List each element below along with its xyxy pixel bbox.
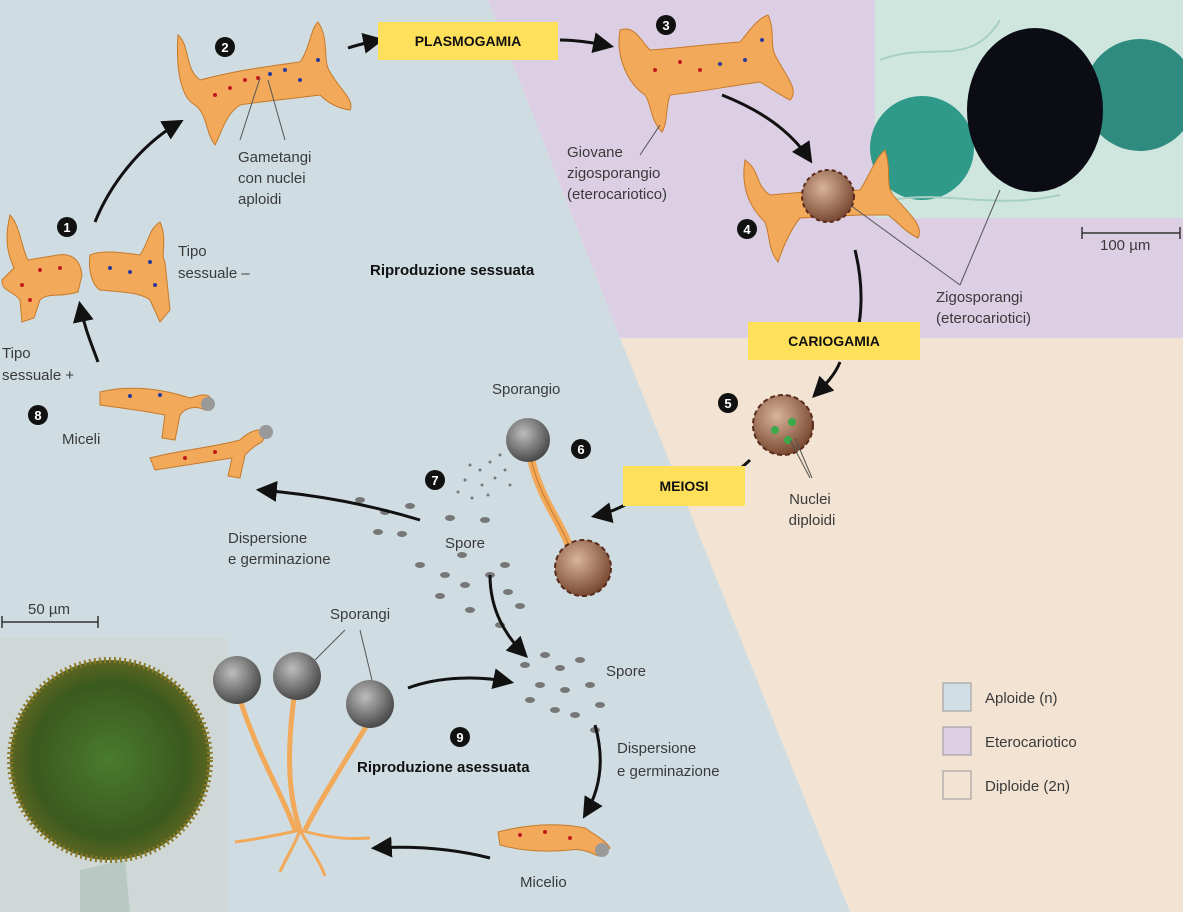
label-young-zygosporangium: Giovane zigosporangio (eterocariotico)	[567, 144, 667, 203]
scale-label-bottom: 50 µm	[28, 601, 70, 618]
label-sporangium: Sporangio	[492, 381, 560, 398]
scale-bar-bottom: 50 µm	[1, 601, 99, 628]
spores-scatter	[355, 453, 525, 628]
svg-text:7: 7	[431, 473, 438, 488]
svg-text:5: 5	[724, 396, 731, 411]
svg-text:4: 4	[743, 222, 751, 237]
young-zygosporangium	[618, 14, 794, 156]
hypha-minus	[89, 221, 171, 323]
legend-item-diploid: Diploide (2n)	[942, 770, 1070, 800]
hypha-plus	[1, 214, 83, 323]
karyogamy-label: CARIOGAMIA	[748, 322, 920, 360]
legend: Aploide (n) Eterocariotico Diploide (2n)	[942, 682, 1077, 800]
scale-label-top: 100 µm	[1100, 237, 1150, 254]
svg-text:CARIOGAMIA: CARIOGAMIA	[788, 333, 880, 349]
label-diploid-nuclei: Nuclei diploidi	[789, 491, 836, 529]
svg-text:3: 3	[662, 18, 669, 33]
svg-text:2: 2	[221, 40, 228, 55]
legend-item-heterokaryotic: Eterocariotico	[942, 726, 1077, 756]
germinating-zygospore	[506, 418, 612, 597]
zygosporangium-diploid	[752, 394, 814, 479]
svg-text:PLASMOGAMIA: PLASMOGAMIA	[415, 33, 522, 49]
label-sexual-reproduction: Riproduzione sessuata	[370, 262, 535, 279]
spores-scatter-bottom	[520, 652, 605, 733]
mycelium-asexual	[497, 824, 611, 857]
stage-badge-4: 4	[737, 219, 757, 239]
label-sporangia: Sporangi	[330, 606, 390, 623]
scale-bar-top: 100 µm	[1081, 227, 1181, 254]
stage-badge-9: 9	[450, 727, 470, 747]
gametangia-hyphae	[176, 21, 352, 146]
mycelia-haploid	[99, 387, 273, 479]
svg-text:Eterocariotico: Eterocariotico	[985, 734, 1077, 751]
svg-text:9: 9	[456, 730, 463, 745]
zygosporangium-micrograph	[870, 0, 1183, 218]
sporangiophores	[213, 629, 394, 877]
label-spores-top: Spore	[445, 535, 485, 552]
svg-text:1: 1	[63, 220, 70, 235]
svg-text:6: 6	[577, 442, 584, 457]
label-gametangia: Gametangi con nuclei aploidi	[238, 149, 316, 208]
stage-badge-3: 3	[656, 15, 676, 35]
legend-item-haploid: Aploide (n)	[942, 682, 1058, 712]
svg-text:Aploide (n): Aploide (n)	[985, 690, 1058, 707]
stage-badge-2: 2	[215, 37, 235, 57]
label-zygosporangia: Zigosporangi (eterocariotici)	[936, 289, 1031, 327]
label-dispersal-bottom: Dispersione e germinazione	[617, 740, 720, 780]
stage-badge-7: 7	[425, 470, 445, 490]
svg-text:Diploide (2n): Diploide (2n)	[985, 778, 1070, 795]
plasmogamy-label: PLASMOGAMIA	[378, 22, 558, 60]
stage-badge-1: 1	[57, 217, 77, 237]
stage-badge-8: 8	[28, 405, 48, 425]
zygosporangium-mature	[743, 149, 1001, 286]
label-mycelium: Micelio	[520, 874, 567, 891]
label-asexual-reproduction: Riproduzione asessuata	[357, 759, 530, 776]
stage-badge-6: 6	[571, 439, 591, 459]
stage-badge-5: 5	[718, 393, 738, 413]
label-spores-bottom: Spore	[606, 663, 646, 680]
label-mating-minus: Tipo sessuale –	[178, 243, 250, 282]
meiosis-label: MEIOSI	[623, 466, 745, 506]
svg-text:8: 8	[34, 408, 41, 423]
label-dispersal-top: Dispersione e germinazione	[228, 530, 331, 568]
label-mating-plus: Tipo sessuale +	[2, 345, 74, 384]
label-mycelia: Miceli	[62, 431, 100, 448]
sporangium-micrograph	[0, 638, 228, 912]
svg-text:MEIOSI: MEIOSI	[659, 478, 708, 494]
